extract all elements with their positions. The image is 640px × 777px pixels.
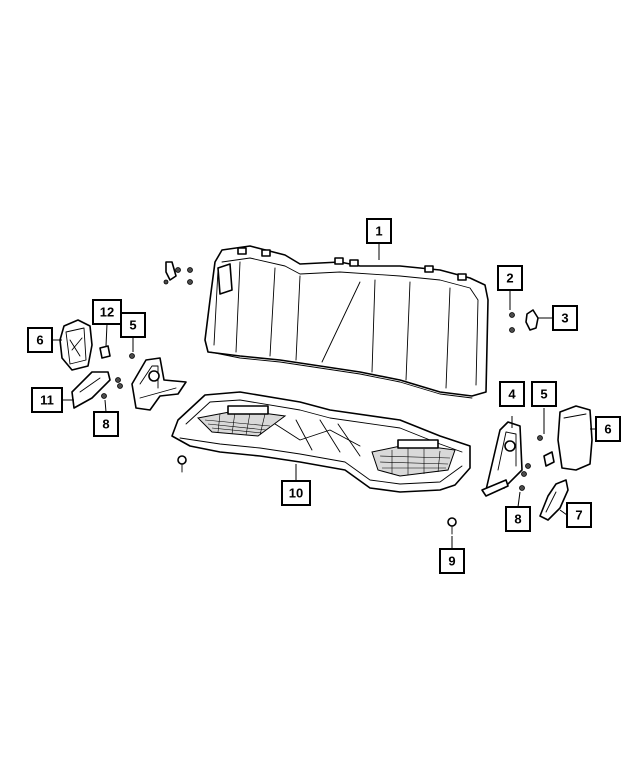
callout-12: 12	[92, 299, 122, 325]
callout-8-left: 8	[93, 411, 119, 437]
callout-1: 1	[366, 218, 392, 244]
callout-label: 8	[102, 417, 109, 432]
callout-11: 11	[31, 387, 63, 413]
callout-label: 1	[375, 224, 382, 239]
callout-8-right: 8	[505, 506, 531, 532]
left-hinge-assembly	[131, 357, 187, 411]
callout-label: 7	[575, 508, 582, 523]
callout-label: 3	[561, 311, 568, 326]
right-frame-bolts	[509, 312, 515, 333]
callout-9: 9	[439, 548, 465, 574]
callout-label: 5	[540, 387, 547, 402]
right-spring-grid	[371, 439, 456, 477]
callout-label: 6	[604, 422, 611, 437]
callout-6-left: 6	[27, 327, 53, 353]
left-side-shield	[59, 319, 93, 371]
left-spring-grid	[196, 405, 287, 437]
callout-label: 2	[506, 271, 513, 286]
callout-7: 7	[566, 502, 592, 528]
callout-10: 10	[281, 480, 311, 506]
leader-lines	[52, 243, 596, 549]
right-hinge-bolts	[519, 463, 531, 491]
frame-hinge-bolts	[163, 261, 193, 285]
right-hinge-bolt	[537, 435, 543, 441]
left-hinge-bolt	[129, 353, 135, 359]
callout-label: 6	[36, 333, 43, 348]
left-hinge-bolts	[101, 377, 123, 399]
callout-label: 4	[508, 387, 516, 402]
callout-label: 5	[129, 318, 136, 333]
callout-label: 10	[289, 486, 303, 501]
bottom-bolt	[447, 517, 457, 535]
seat-cushion-frame	[171, 391, 471, 493]
right-latch	[525, 309, 539, 331]
callout-label: 11	[40, 393, 54, 408]
callout-label: 9	[448, 554, 455, 569]
callout-5-left: 5	[120, 312, 146, 338]
right-side-shield	[557, 405, 593, 471]
callout-4: 4	[499, 381, 525, 407]
right-small-bracket	[543, 451, 555, 467]
callout-3: 3	[552, 305, 578, 331]
callout-6-right: 6	[595, 416, 621, 442]
seat-back-frame	[204, 245, 489, 399]
right-hinge-assembly	[481, 421, 523, 497]
cushion-bolt	[177, 455, 187, 473]
callout-2: 2	[497, 265, 523, 291]
trim-clip	[99, 345, 111, 359]
callout-5-right: 5	[531, 381, 557, 407]
callout-label: 8	[514, 512, 521, 527]
callout-label: 12	[100, 305, 114, 320]
left-bracket	[71, 371, 111, 409]
right-trim-cover	[539, 479, 569, 521]
